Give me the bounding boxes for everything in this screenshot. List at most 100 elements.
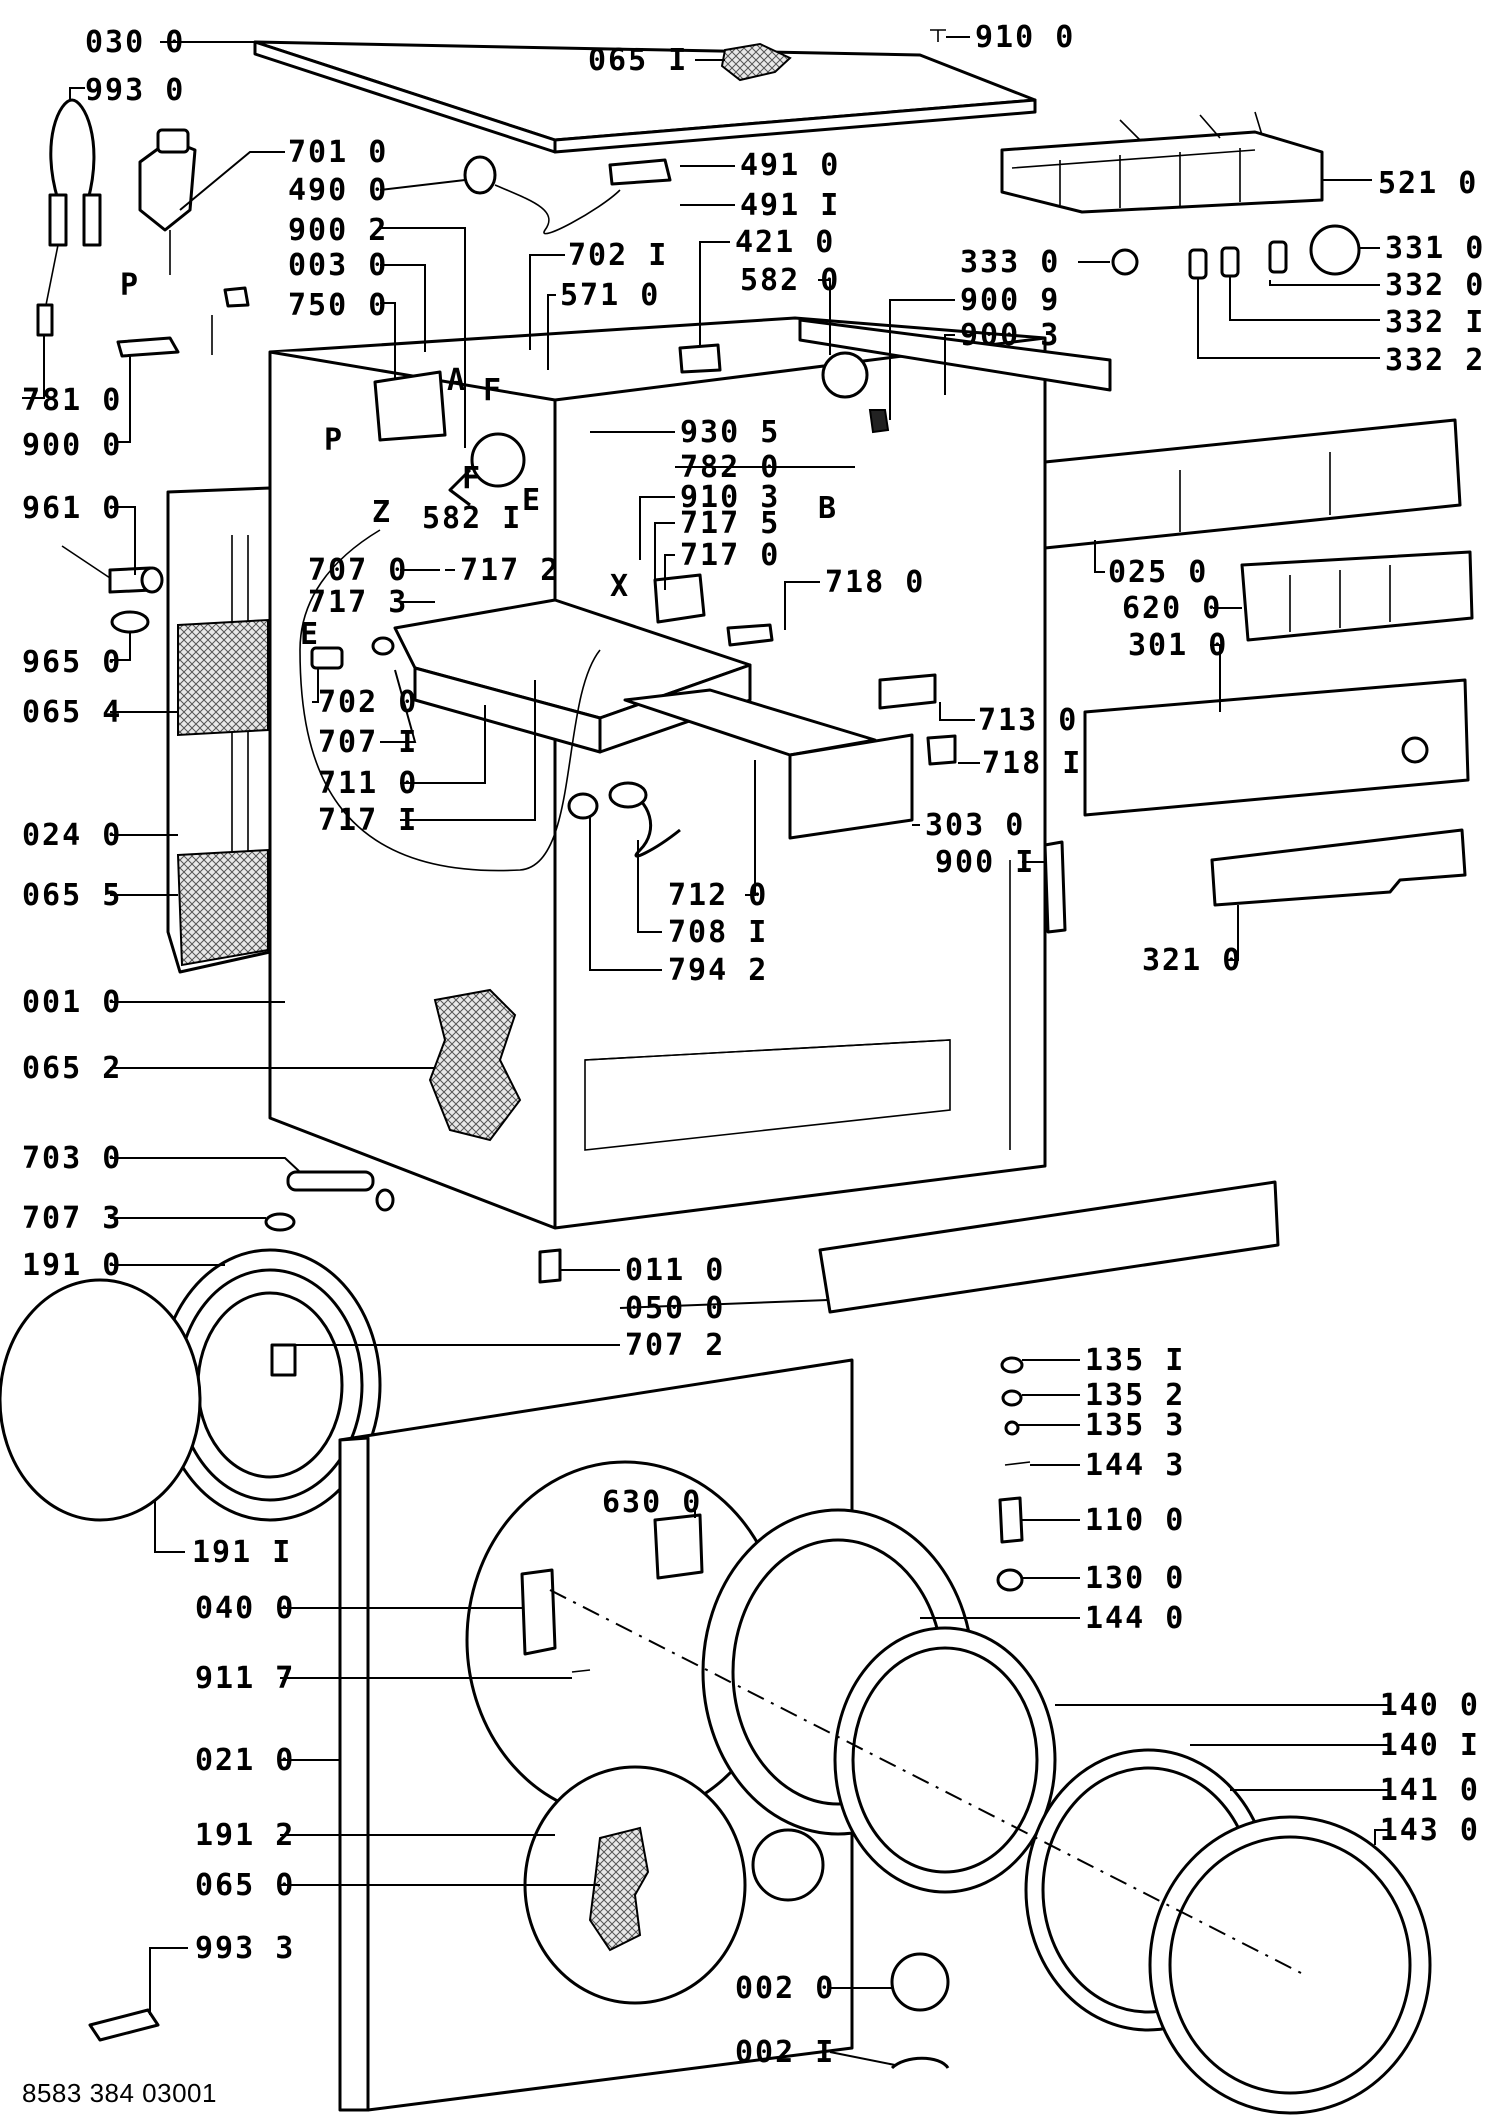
callout-label: 303 0 bbox=[925, 808, 1025, 843]
leader-c23 bbox=[1197, 278, 1380, 359]
callout-label: 011 0 bbox=[625, 1253, 725, 1288]
control-panel-301 bbox=[1083, 678, 1470, 817]
callout-label: 965 0 bbox=[22, 645, 122, 680]
callout-label: 711 0 bbox=[318, 766, 418, 801]
callout-label: 781 0 bbox=[22, 383, 122, 418]
callout-label: 065 I bbox=[588, 43, 688, 78]
fascia-321 bbox=[1210, 828, 1467, 907]
leader-c45 bbox=[400, 705, 486, 784]
callout-label: 910 0 bbox=[975, 20, 1075, 55]
leader-c20 bbox=[1269, 280, 1380, 286]
callout-label: 708 I bbox=[668, 915, 768, 950]
callout-label: 143 0 bbox=[1380, 1813, 1480, 1848]
door-axis bbox=[549, 1589, 1306, 1976]
callout-label: 707 3 bbox=[22, 1201, 122, 1236]
callout-label: 040 0 bbox=[195, 1591, 295, 1626]
callout-label: 065 5 bbox=[22, 878, 122, 913]
callout-label: 491 I bbox=[740, 188, 840, 223]
leader-c4 bbox=[69, 87, 85, 100]
leader-c29 bbox=[639, 496, 675, 560]
callout-label: 713 0 bbox=[978, 703, 1078, 738]
hose-clamp-900-0 bbox=[116, 336, 180, 358]
ring-707-3 bbox=[264, 1212, 296, 1232]
fitting-707-2 bbox=[270, 1343, 297, 1377]
leader-c41 bbox=[312, 668, 319, 703]
clamp-794 bbox=[567, 792, 599, 820]
leader-c21 bbox=[944, 334, 955, 395]
callout-label: 332 0 bbox=[1385, 268, 1485, 303]
callout-label: 910 3 bbox=[680, 480, 780, 515]
callout-label: 130 0 bbox=[1085, 1561, 1185, 1596]
callout-label: 717 5 bbox=[680, 506, 780, 541]
hardware-small bbox=[996, 1356, 1031, 1592]
callout-label: 065 4 bbox=[22, 695, 122, 730]
callout-label: 331 0 bbox=[1385, 231, 1485, 266]
callout-label: 030 0 bbox=[85, 25, 185, 60]
callout-label: 521 0 bbox=[1378, 166, 1478, 201]
leader-c61 bbox=[619, 1299, 829, 1309]
ring-965 bbox=[110, 610, 150, 634]
leader-c6 bbox=[379, 179, 466, 191]
leader-c32 bbox=[1094, 540, 1105, 573]
hinge-040 bbox=[520, 1568, 557, 1656]
callout-label: 782 0 bbox=[680, 450, 780, 485]
callout-label: 135 3 bbox=[1085, 1408, 1185, 1443]
motor-capacitor-421 bbox=[678, 343, 722, 374]
callout-label: 025 0 bbox=[1108, 555, 1208, 590]
callout-label: 333 0 bbox=[960, 245, 1060, 280]
bracket-718 bbox=[726, 623, 774, 647]
tool-993-3 bbox=[88, 2008, 160, 2042]
leader-c51 bbox=[745, 760, 756, 896]
leader-c12 bbox=[529, 254, 565, 350]
knobs-332 bbox=[1188, 240, 1288, 280]
leader-c31 bbox=[664, 554, 675, 590]
callout-label: 620 0 bbox=[1122, 591, 1222, 626]
control-pcb-025 bbox=[1043, 418, 1462, 550]
leader-c30 bbox=[654, 522, 675, 580]
callout-label: 750 0 bbox=[288, 288, 388, 323]
callout-label: 707 I bbox=[318, 725, 418, 760]
inlet-hose bbox=[36, 98, 102, 337]
door-glass-140 bbox=[833, 1626, 1057, 1894]
callout-label: 144 3 bbox=[1085, 1448, 1185, 1483]
callout-label: 332 I bbox=[1385, 305, 1485, 340]
rear-panel bbox=[166, 486, 272, 974]
reference-marker: B bbox=[818, 491, 838, 526]
leader-c13 bbox=[699, 241, 730, 345]
callout-label: 110 0 bbox=[1085, 1503, 1185, 1538]
callout-label: 717 3 bbox=[308, 585, 408, 620]
lever-900-1 bbox=[1043, 840, 1067, 934]
clamp-713 bbox=[878, 673, 937, 710]
small-valve bbox=[211, 286, 250, 355]
callout-label: 718 I bbox=[982, 746, 1082, 781]
leader-c46 bbox=[400, 680, 536, 821]
callout-label: 301 0 bbox=[1128, 628, 1228, 663]
foot-011 bbox=[538, 1248, 562, 1284]
callout-label: 140 0 bbox=[1380, 1688, 1480, 1723]
callout-label: 707 2 bbox=[625, 1328, 725, 1363]
callout-label: 717 2 bbox=[460, 553, 560, 588]
callout-label: 900 I bbox=[935, 845, 1035, 880]
callout-label: 024 0 bbox=[22, 818, 122, 853]
leader-c25 bbox=[118, 355, 131, 443]
callout-label: 135 I bbox=[1085, 1343, 1185, 1378]
callout-label: 718 0 bbox=[825, 565, 925, 600]
callout-label: 191 0 bbox=[22, 1248, 122, 1283]
callout-label: 900 0 bbox=[22, 428, 122, 463]
callout-label: 707 0 bbox=[308, 553, 408, 588]
reference-marker: E bbox=[300, 617, 320, 652]
door-cover-143 bbox=[1148, 1815, 1432, 2115]
leader-c18 bbox=[547, 294, 556, 370]
fitting-702-0 bbox=[310, 636, 395, 670]
dispenser-outline bbox=[299, 529, 601, 872]
callout-label: 002 I bbox=[735, 2035, 835, 2070]
callout-label: 702 I bbox=[568, 238, 668, 273]
callout-label: 135 2 bbox=[1085, 1378, 1185, 1413]
leader-c10 bbox=[380, 227, 466, 448]
callout-label: 582 0 bbox=[740, 263, 840, 298]
callout-label: 421 0 bbox=[735, 225, 835, 260]
callout-label: 993 3 bbox=[195, 1931, 295, 1966]
drain-plug-961 bbox=[61, 545, 164, 594]
leader-c28 bbox=[110, 506, 136, 575]
